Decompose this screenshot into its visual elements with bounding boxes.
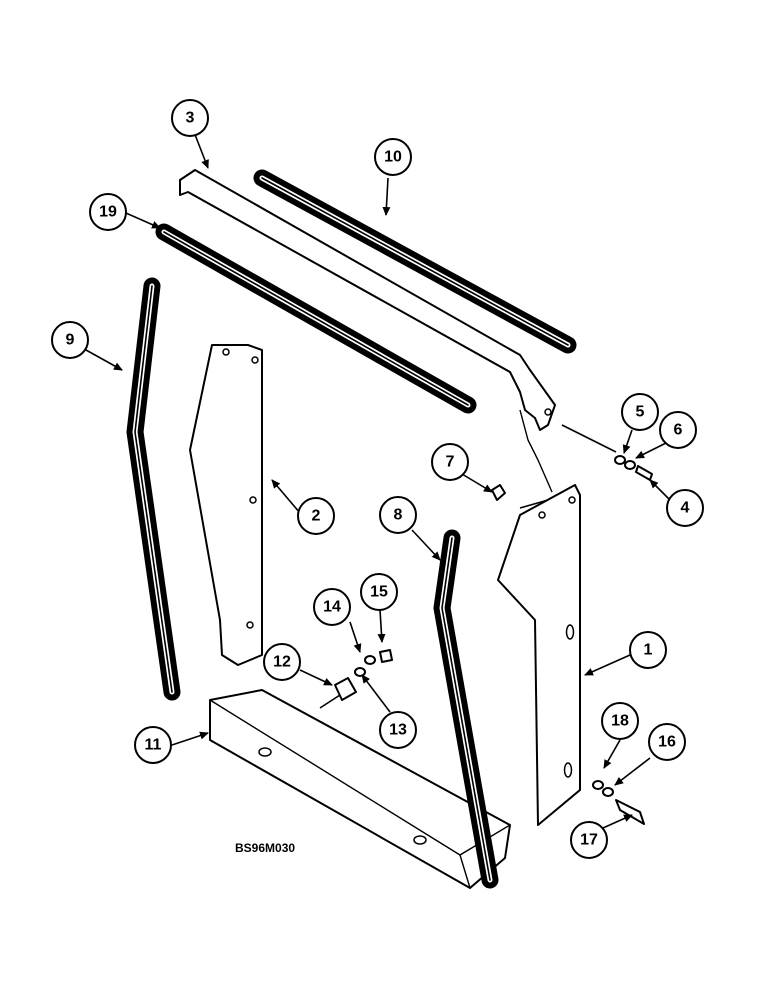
- svg-text:6: 6: [674, 422, 683, 439]
- bottom-beam-part-11: [209, 689, 511, 889]
- callout-17: 17: [570, 821, 608, 859]
- callout-9: 9: [51, 321, 89, 359]
- svg-text:15: 15: [370, 584, 388, 601]
- svg-text:5: 5: [636, 404, 645, 421]
- svg-text:1: 1: [644, 642, 653, 659]
- leader-lines: [85, 131, 671, 829]
- callout-18: 18: [601, 702, 639, 740]
- callout-5: 5: [621, 393, 659, 431]
- seal-part-10: [253, 169, 577, 354]
- seal-part-9: [126, 277, 181, 701]
- callout-15: 15: [360, 573, 398, 611]
- svg-text:3: 3: [186, 110, 195, 127]
- top-bracket-part-3: [179, 169, 556, 493]
- drawing-id-label: BS96M030: [235, 841, 295, 855]
- svg-text:16: 16: [658, 734, 676, 751]
- callout-11: 11: [134, 726, 172, 764]
- svg-text:8: 8: [394, 507, 403, 524]
- seal-part-8: [433, 529, 499, 889]
- svg-text:13: 13: [389, 722, 407, 739]
- svg-text:19: 19: [99, 204, 117, 221]
- svg-text:9: 9: [66, 332, 75, 349]
- callout-1: 1: [629, 631, 667, 669]
- side-plate-part-2: [189, 344, 263, 666]
- callout-4: 4: [666, 489, 704, 527]
- seal-part-19: [155, 223, 477, 414]
- callout-7: 7: [431, 443, 469, 481]
- svg-text:14: 14: [323, 599, 341, 616]
- callout-8: 8: [379, 496, 417, 534]
- callout-19: 19: [89, 193, 127, 231]
- callout-13: 13: [379, 711, 417, 749]
- svg-text:7: 7: [446, 454, 455, 471]
- callout-10: 10: [374, 138, 412, 176]
- svg-text:12: 12: [273, 654, 291, 671]
- svg-text:17: 17: [580, 832, 598, 849]
- callout-16: 16: [648, 723, 686, 761]
- callout-3: 3: [171, 99, 209, 137]
- svg-text:10: 10: [384, 149, 402, 166]
- svg-text:11: 11: [145, 737, 162, 754]
- callout-6: 6: [659, 411, 697, 449]
- hardware: [334, 455, 653, 825]
- svg-text:2: 2: [312, 508, 321, 525]
- side-plate-part-1: [497, 484, 581, 826]
- callout-2: 2: [297, 497, 335, 535]
- callouts: 1 2 3 4 5 6 7 8 9 10 11 12 13 14 15 16 1…: [51, 99, 704, 859]
- svg-text:4: 4: [681, 500, 690, 517]
- callout-12: 12: [263, 643, 301, 681]
- svg-text:18: 18: [611, 713, 629, 730]
- callout-14: 14: [313, 588, 351, 626]
